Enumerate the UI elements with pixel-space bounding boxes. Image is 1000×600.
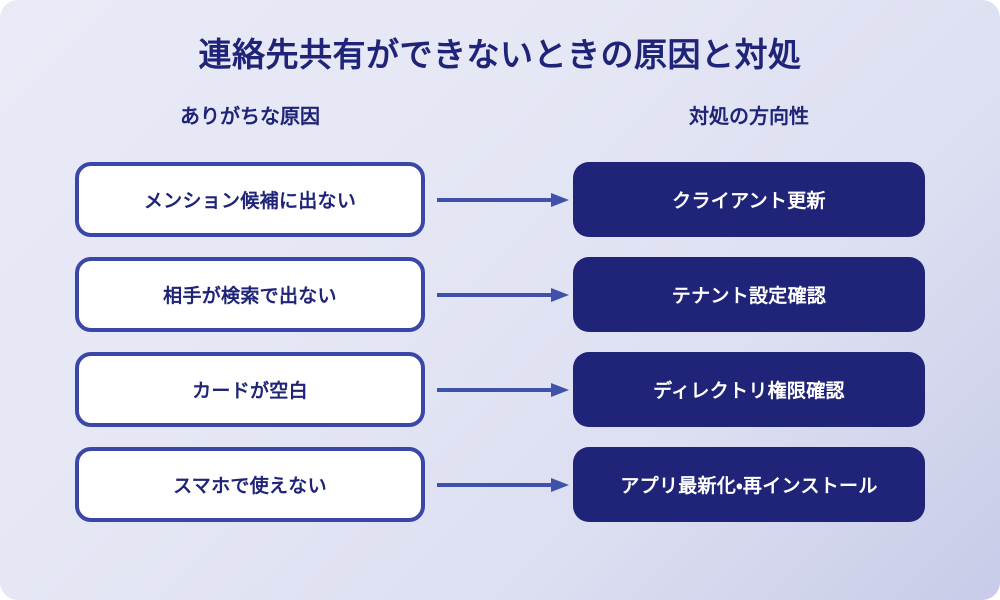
page-title: 連絡先共有ができないときの原因と対処 — [198, 36, 802, 73]
diagram-row: カードが空白 ディレクトリ権限確認 — [0, 352, 1000, 427]
action-label: アプリ最新化・再インストール — [620, 476, 878, 497]
cause-label: メンション候補に出ない — [143, 191, 357, 212]
cause-label: カードが空白 — [192, 381, 308, 402]
cause-label: 相手が検索で出ない — [163, 286, 337, 307]
diagram-row: メンション候補に出ない クライアント更新 — [0, 162, 1000, 237]
diagram-row: 相手が検索で出ない テナント設定確認 — [0, 257, 1000, 332]
action-label: クライアント更新 — [672, 191, 826, 212]
cause-box[interactable]: カードが空白 — [75, 352, 425, 427]
action-label: テナント設定確認 — [671, 286, 827, 307]
cause-label: スマホで使えない — [173, 476, 327, 497]
column-header-actions: 対処の方向性 — [689, 106, 809, 128]
arrow-right-icon — [437, 477, 569, 493]
diagram-rows: メンション候補に出ない クライアント更新 相手が検索で出ない — [0, 162, 1000, 542]
cause-box[interactable]: 相手が検索で出ない — [75, 257, 425, 332]
arrow-right-icon — [437, 287, 569, 303]
action-box[interactable]: ディレクトリ権限確認 — [573, 352, 925, 427]
action-box[interactable]: アプリ最新化・再インストール — [573, 447, 925, 522]
action-box[interactable]: テナント設定確認 — [573, 257, 925, 332]
action-box[interactable]: クライアント更新 — [573, 162, 925, 237]
action-label: ディレクトリ権限確認 — [653, 381, 845, 402]
column-header-causes: ありがちな原因 — [180, 106, 320, 128]
cause-box[interactable]: スマホで使えない — [75, 447, 425, 522]
arrow-right-icon — [437, 192, 569, 208]
cause-box[interactable]: メンション候補に出ない — [75, 162, 425, 237]
diagram-row: スマホで使えない アプリ最新化・再インストール — [0, 447, 1000, 522]
arrow-right-icon — [437, 382, 569, 398]
